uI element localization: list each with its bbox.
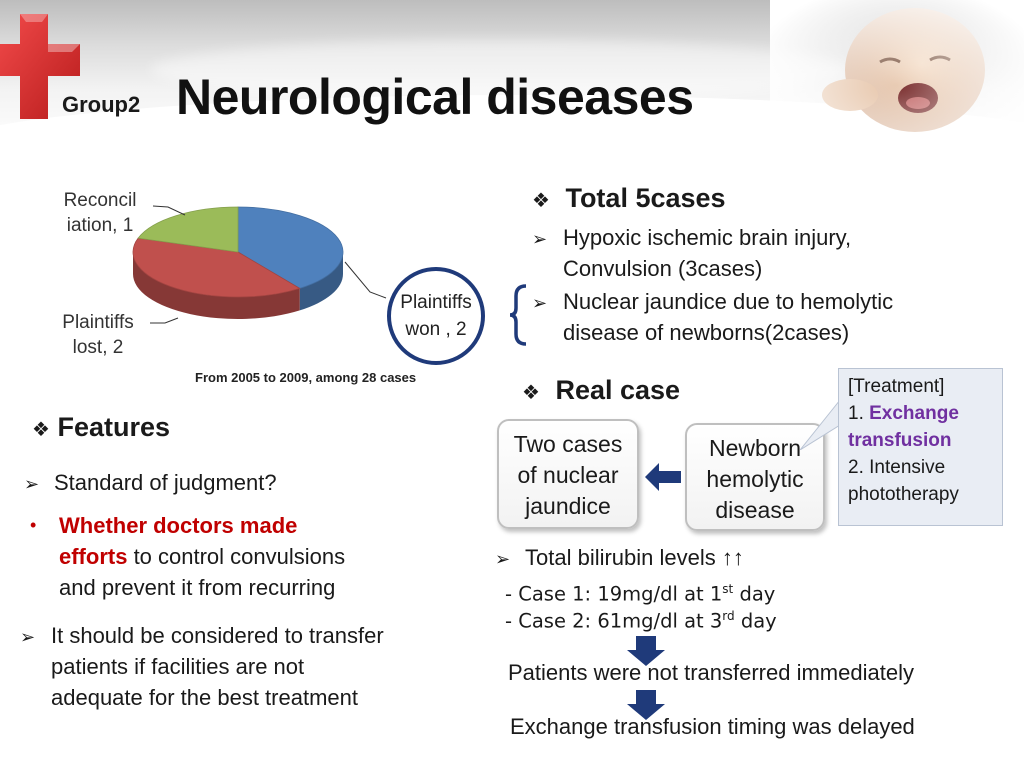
left-arrow-icon (645, 463, 681, 491)
bilirubin-heading: Total bilirubin levels ↑↑ (525, 545, 744, 570)
page-title: Neurological diseases (176, 69, 694, 125)
crying-baby-image (770, 0, 1024, 170)
arrow-bullet-icon: ➢ (532, 293, 548, 313)
treatment-callout: [Treatment] 1. Exchange transfusion 2. I… (838, 368, 1003, 526)
pie-slice-lost (132, 237, 301, 298)
total-item2-line1: Nuclear jaundice due to hemolytic (563, 289, 894, 314)
arrow-bullet-icon: ➢ (532, 229, 548, 249)
arrow-bullet-icon: ➢ (20, 627, 36, 647)
total-item1-line2: Convulsion (3cases) (563, 256, 763, 281)
pie-chart (132, 206, 344, 319)
pie-slice-reconciliation (137, 206, 239, 253)
transfer-text-1: It should be considered to transfer (51, 623, 384, 648)
total-heading: ❖ Total 5cases (532, 183, 726, 213)
prevent-text: and prevent it from recurring (59, 575, 336, 600)
down-arrow-icon (627, 690, 665, 720)
arrow-bullet-icon: ➢ (24, 474, 40, 494)
pie-label-reconciliation: Reconcil iation, 1 (63, 190, 137, 236)
case1-text: - Case 1: 19mg/dl at 1st day (505, 582, 776, 606)
diamond-bullet-icon: ❖ (532, 190, 550, 212)
diamond-bullet-icon: ❖ (32, 419, 50, 441)
medical-cross-icon (0, 14, 80, 119)
pie-slice-won-side (299, 252, 343, 311)
total-item2-line2: disease of newborns(2cases) (563, 320, 850, 345)
hemolytic-disease-box: Newborn hemolytic disease (685, 423, 825, 531)
dot-bullet-icon: • (30, 515, 37, 535)
down-arrow-icon (627, 636, 665, 666)
standard-text: Standard of judgment? (54, 470, 277, 495)
header-highlight (150, 40, 850, 100)
diamond-bullet-icon: ❖ (522, 382, 540, 404)
pie-slice-won (237, 206, 344, 289)
brace-icon (509, 284, 527, 346)
transfer-text-3: adequate for the best treatment (51, 685, 358, 710)
nuclear-jaundice-box: Two cases of nuclear jaundice (497, 419, 639, 529)
transfer-text-2: patients if facilities are not (51, 654, 305, 679)
features-heading: ❖ Features (32, 412, 171, 442)
pie-label-lost: Plaintiffs lost, 2 (62, 312, 134, 358)
whether-text: Whether doctors made (59, 513, 298, 538)
arrow-bullet-icon: ➢ (495, 549, 511, 569)
pie-slice-lost-side (133, 252, 300, 319)
real-case-heading: ❖ Real case (522, 375, 681, 405)
total-item1-line1: Hypoxic ischemic brain injury, (563, 225, 852, 250)
chart-caption: From 2005 to 2009, among 28 cases (195, 370, 417, 385)
efforts-text: efforts to control convulsions (59, 544, 346, 569)
group-label: Group2 (62, 92, 141, 117)
conclusion-not-transferred: Patients were not transferred immediatel… (508, 660, 914, 685)
callout-tail (800, 399, 840, 450)
conclusion-delayed: Exchange transfusion timing was delayed (510, 714, 915, 739)
case2-text: - Case 2: 61mg/dl at 3rd day (505, 609, 777, 633)
